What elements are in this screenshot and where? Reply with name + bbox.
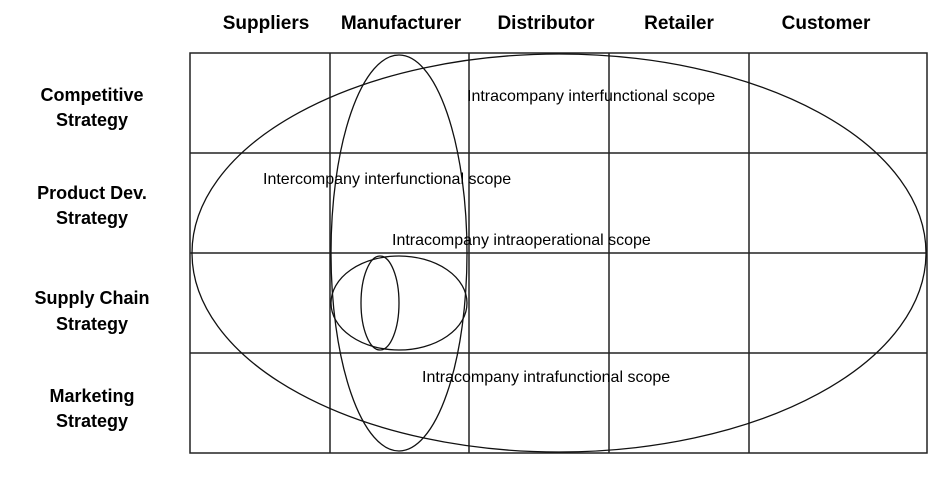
row-header-product-dev-2: Strategy — [56, 208, 128, 228]
grid — [189, 52, 928, 454]
column-header-retailer: Retailer — [644, 13, 714, 34]
row-header-supply-chain-2: Strategy — [56, 314, 128, 334]
column-header-manufacturer: Manufacturer — [341, 13, 462, 34]
label-intracompany-intraoperational: Intracompany intraoperational scope — [392, 232, 651, 249]
intracompany-interfunctional-ellipse — [191, 53, 927, 453]
column-header-customer: Customer — [782, 13, 871, 34]
intracompany-intraoperational-ellipse — [330, 255, 468, 351]
row-header-marketing-1: Marketing — [49, 386, 134, 406]
column-header-distributor: Distributor — [497, 13, 595, 34]
row-header-product-dev-1: Product Dev. — [37, 183, 147, 203]
intracompany-intrafunctional-ellipse — [360, 255, 400, 351]
scope-labels: Intracompany interfunctional scope Inter… — [263, 88, 715, 386]
row-headers: Competitive Strategy Product Dev. Strate… — [34, 85, 149, 431]
row-header-marketing-2: Strategy — [56, 411, 128, 431]
row-header-competitive-2: Strategy — [56, 110, 128, 130]
label-intracompany-intrafunctional: Intracompany intrafunctional scope — [422, 369, 670, 386]
label-intercompany-interfunctional: Intercompany interfunctional scope — [263, 171, 511, 188]
column-headers: Suppliers Manufacturer Distributor Retai… — [223, 13, 871, 34]
row-header-supply-chain-1: Supply Chain — [34, 288, 149, 308]
intercompany-interfunctional-ellipse — [330, 54, 468, 452]
label-intracompany-interfunctional: Intracompany interfunctional scope — [467, 88, 715, 105]
scope-ellipses — [191, 53, 927, 453]
row-header-competitive-1: Competitive — [40, 85, 143, 105]
column-header-suppliers: Suppliers — [223, 13, 310, 34]
